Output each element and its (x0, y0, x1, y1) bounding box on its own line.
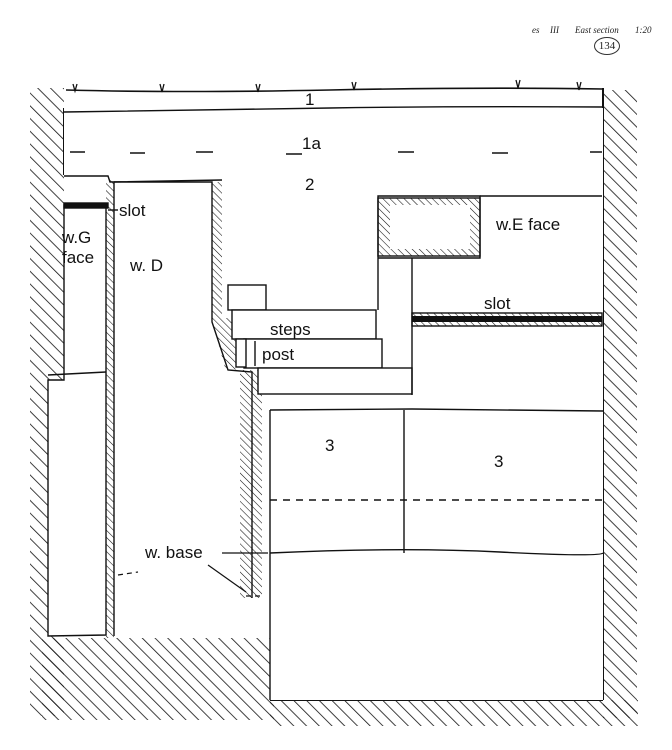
wall-e-label: w.E face (496, 215, 561, 234)
grass-tick (72, 83, 78, 94)
sheet-number: 134 (594, 37, 620, 55)
ground-surface (65, 79, 604, 94)
site-code: es (532, 25, 540, 35)
grass-tick (576, 81, 582, 91)
section-body (48, 108, 603, 700)
drawing-scale: 1:20 (635, 25, 652, 35)
step-1 (231, 309, 377, 340)
right-edge-hatch (603, 90, 637, 718)
layer-3-right-label: 3 (494, 452, 504, 471)
ground-line (65, 87, 604, 93)
layer-lines (63, 105, 604, 183)
layer-1-base (63, 105, 604, 113)
slot-left-label: slot (119, 201, 146, 220)
layer-3-left-label: 3 (325, 436, 335, 455)
grass-tick (351, 81, 357, 91)
trench-number: III (550, 25, 559, 35)
layer-3 (269, 408, 604, 700)
wall-e-face-inner (390, 205, 470, 249)
layer-1a-dashes (70, 151, 602, 155)
wall-base-dashes-left (117, 571, 139, 576)
wall-d-right-hatch (212, 182, 262, 598)
slot-right-label: slot (484, 294, 511, 313)
bottom-left-hatch (42, 638, 274, 720)
wall-g-label: w.G face (62, 228, 95, 267)
post-slot (235, 338, 247, 368)
layer-3-top (269, 408, 604, 412)
wall-d (106, 180, 262, 638)
layer-2-top-left (64, 175, 223, 183)
slot-right-cut (411, 312, 603, 327)
steps-label: steps (270, 320, 311, 339)
wall-d-left-hatch (106, 180, 114, 638)
wall-d-label: w. D (130, 256, 164, 275)
steps-group (227, 284, 413, 395)
section-view: East section (575, 25, 619, 35)
wall-base-label: w. base (145, 543, 203, 562)
wall-e-outline (377, 195, 481, 395)
wall-base-leader-down (207, 564, 247, 593)
wall-e (377, 195, 602, 395)
grass-tick (159, 83, 165, 93)
layer-2-label: 2 (305, 175, 315, 194)
slot-left-cut (63, 202, 109, 209)
wall-base-leaders (117, 552, 268, 597)
grass-tick (255, 83, 261, 93)
grass-tick (515, 79, 521, 89)
layer-1a-label: 1a (302, 134, 321, 153)
post-label: post (262, 345, 295, 364)
layer-3-base (269, 549, 604, 556)
slot-right-core (412, 316, 602, 322)
step-top-block (227, 284, 267, 311)
bottom-right-hatch (270, 700, 638, 726)
layer-1-label: 1 (305, 90, 315, 109)
wall-g-course (47, 371, 107, 376)
wall-d-outline (114, 181, 253, 598)
step-3 (257, 367, 413, 395)
